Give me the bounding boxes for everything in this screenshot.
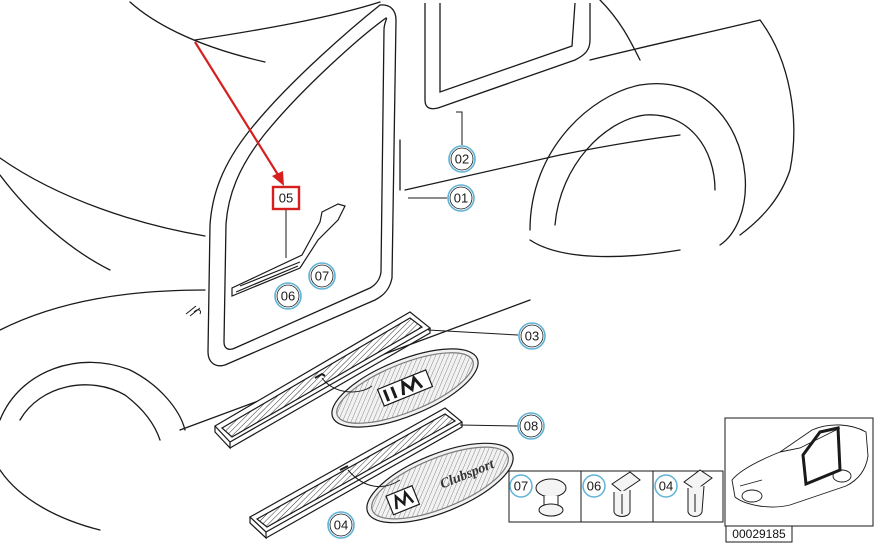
detail-07-label: 07 [514,479,528,494]
callout-03[interactable]: 03 [518,322,546,350]
sill2-to-badge-line [347,469,401,488]
detail-part-06[interactable]: 06 [582,471,641,517]
plastic-clip-icon [683,469,713,517]
callout-02[interactable]: 02 [448,145,476,173]
push-clip-icon [535,478,567,517]
m-badge-oval [331,348,479,428]
detail-part-04[interactable]: 04 [654,469,713,517]
clubsport-badge-oval: Clubsport [366,442,514,524]
rivet-clip-icon [611,471,641,517]
vehicle-thumbnail [724,417,874,527]
red-arrow-icon [194,41,284,186]
car-body-outline [0,0,795,531]
thumbnail-door-highlight [801,426,842,487]
callout-07-label: 07 [315,269,329,284]
detail-04-label: 04 [659,479,673,494]
front-door-seal [207,2,591,367]
callout-03-label: 03 [525,329,539,344]
callout-01-label: 01 [454,191,468,206]
small-parts-panel: 07 06 04 [508,469,724,523]
sill-to-badge-line [321,377,373,393]
callout-05[interactable]: 05 [271,185,301,211]
leader-lines [285,111,519,427]
detail-06-label: 06 [587,479,601,494]
diagram-id-box: 00029185 [725,525,793,543]
diagram-id: 00029185 [732,527,786,541]
sill-plate-clubsport [248,407,464,540]
callout-02-label: 02 [455,152,469,167]
callout-04-label: 04 [334,518,348,533]
trim-strip [231,203,346,297]
callout-06[interactable]: 06 [274,282,302,310]
callout-04[interactable]: 04 [327,511,355,539]
m-logo-icon [376,369,434,407]
callout-05-label: 05 [279,191,293,206]
callout-06-label: 06 [281,289,295,304]
detail-part-07[interactable]: 07 [509,474,567,517]
fender-emblem [185,305,201,317]
callout-01[interactable]: 01 [447,184,475,212]
sill-plate-m [214,311,432,450]
callout-08[interactable]: 08 [517,412,545,440]
callout-08-label: 08 [524,419,538,434]
callout-07[interactable]: 07 [308,262,336,290]
